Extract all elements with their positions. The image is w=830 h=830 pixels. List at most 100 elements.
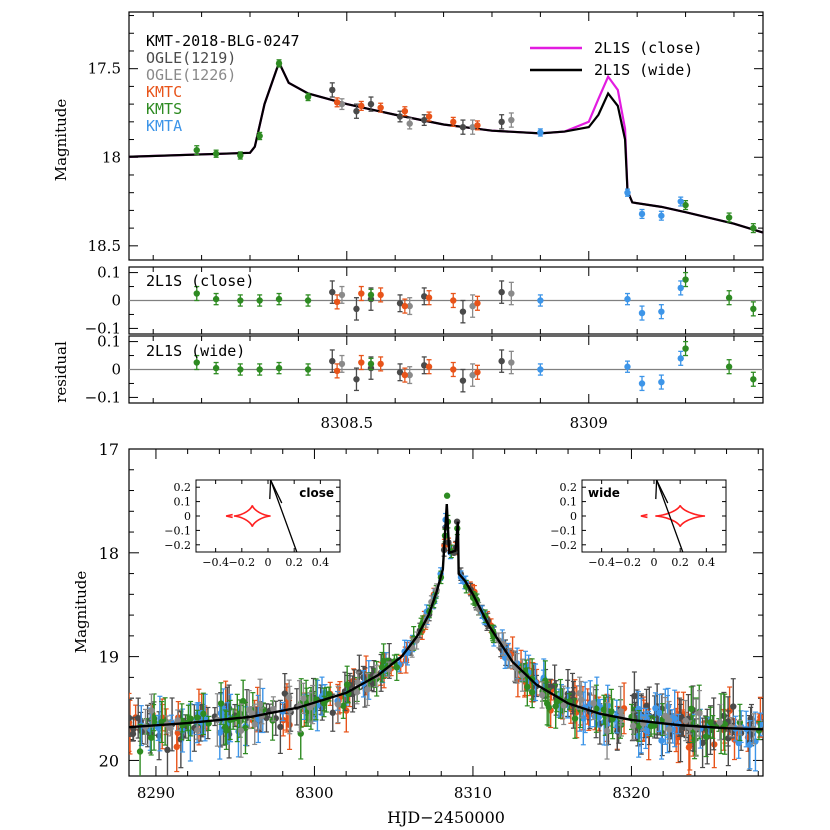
residual-wide-point-ogle1219	[396, 369, 404, 376]
full-point-ogle1219	[725, 735, 732, 742]
residual-close-point-kmta	[658, 308, 665, 315]
y-tick-label: −0.1	[85, 388, 121, 406]
y-tick-label: 17.5	[88, 60, 121, 78]
full-point-kmtc	[173, 743, 180, 751]
residual-wide-point-ogle1219	[353, 376, 360, 383]
residual-wide-point-ogle1226	[469, 371, 476, 379]
residual-close-point-kmtc	[425, 294, 433, 301]
residual-wide-point-kmts	[256, 366, 263, 373]
inset-y-tick-label: 0	[570, 510, 577, 523]
zoom-model-close	[129, 59, 763, 234]
residual-y-axis-title: residual	[52, 341, 70, 403]
full-point-ogle1226	[665, 717, 673, 724]
full-point-ogle1226	[560, 702, 567, 709]
residual-wide-plot-area	[129, 340, 763, 393]
y-tick-label: 17	[99, 440, 119, 459]
residual-close-point-ogle1219	[459, 308, 467, 315]
residual-wide-point-ogle1219	[329, 357, 336, 365]
full-point-ogle1226	[194, 726, 201, 734]
full-point-ogle1226	[248, 709, 255, 717]
full-point-ogle1226	[300, 695, 307, 702]
full-peak-point	[443, 492, 451, 499]
full-point-ogle1219	[720, 712, 728, 720]
zoom-point-kmts	[237, 152, 244, 159]
residual-wide-point-kmtc	[377, 360, 384, 368]
caustic-cusp	[225, 513, 233, 519]
zoom-point-kmta	[537, 129, 544, 136]
full-point-kmts	[325, 690, 333, 698]
inset-y-tick-label: −0.2	[164, 539, 191, 552]
full-point-kmts	[524, 683, 531, 691]
full-point-kmta	[635, 705, 642, 713]
x-tick-label: 8320	[612, 784, 650, 802]
full-point-ogle1226	[629, 722, 637, 730]
zoom-point-kmts	[304, 93, 312, 101]
y-tick-label: 0	[111, 292, 121, 310]
full-point-kmta	[656, 709, 663, 717]
residual-close-point-kmts	[256, 297, 263, 304]
residual-close-label: 2L1S (close)	[146, 272, 254, 290]
full-point-ogle1226	[256, 701, 264, 708]
trajectory-arrow	[655, 479, 669, 504]
residual-wide-point-ogle1226	[508, 359, 515, 366]
residual-close-point-ogle1226	[406, 302, 413, 310]
full-point-kmts	[608, 708, 615, 715]
residual-wide-point-kmtc	[425, 363, 433, 370]
full-point-ogle1219	[281, 690, 289, 697]
full-point-kmts	[707, 719, 714, 726]
dataset-label-kmts: KMTS	[146, 100, 182, 118]
y-tick-label: 18.5	[88, 237, 121, 255]
dataset-label-kmta: KMTA	[146, 117, 182, 135]
zoom-axis-ticks: 17.5 18 18.5	[88, 12, 763, 260]
residual-wide-point-kmts	[275, 364, 283, 372]
full-point-ogle1219	[631, 692, 638, 700]
full-point-ogle1219	[329, 709, 336, 716]
residual-close-point-kmts	[367, 291, 375, 299]
residual-close-point-ogle1219	[353, 305, 360, 313]
inset-x-tick-label: −0.4	[588, 556, 615, 569]
inset-x-tick-label: 0	[265, 556, 272, 569]
residual-close-point-ogle1226	[508, 290, 515, 297]
full-x-axis-title: HJD−2450000	[387, 808, 505, 827]
zoom-point-kmtc	[401, 108, 409, 115]
residual-close-point-kmtc	[450, 297, 457, 304]
residual-close-point-ogle1219	[396, 300, 404, 307]
full-point-ogle1219	[730, 703, 737, 710]
residual-close-point-kmta	[638, 309, 646, 317]
zoom-point-ogle1219	[396, 113, 404, 120]
legend-label-wide: 2L1S (wide)	[594, 61, 693, 79]
zoom-point-ogle1226	[406, 120, 413, 127]
full-point-ogle1226	[590, 699, 597, 707]
y-tick-label: 18	[102, 148, 121, 166]
residual-wide-point-kmta	[537, 366, 544, 373]
zoom-point-kmts	[193, 146, 200, 154]
full-point-ogle1226	[251, 721, 258, 728]
full-plot-area	[129, 492, 763, 776]
inset-x-tick-label: −0.2	[614, 556, 641, 569]
inset-y-tick-label: −0.1	[550, 524, 577, 537]
residual-close-point-kmts	[237, 297, 244, 304]
inset-label: close	[299, 486, 334, 500]
zoom-point-ogle1219	[421, 116, 428, 124]
residual-wide-point-kmta	[624, 363, 631, 370]
residual-wide-point-kmta	[638, 380, 646, 387]
full-point-kmts	[343, 681, 351, 688]
residual-close-point-ogle1226	[469, 302, 476, 310]
full-point-ogle1226	[237, 727, 245, 734]
full-point-kmta	[652, 705, 659, 712]
residual-close-point-kmts	[212, 295, 220, 303]
residual-close-plot-area	[129, 271, 763, 324]
full-point-kmts	[380, 657, 387, 665]
residual-wide-point-kmts	[304, 366, 312, 373]
inset-y-tick-label: 0.1	[174, 496, 192, 509]
zoom-point-ogle1219	[459, 123, 467, 131]
zoom-point-kmta	[638, 210, 646, 218]
zoom-plot-area	[129, 59, 763, 234]
residual-close-point-ogle1219	[498, 288, 505, 296]
caustic-curve	[233, 505, 271, 527]
residual-close-point-kmtc	[333, 298, 341, 306]
full-point-ogle1219	[129, 730, 137, 738]
trajectory-arrow	[269, 479, 283, 504]
